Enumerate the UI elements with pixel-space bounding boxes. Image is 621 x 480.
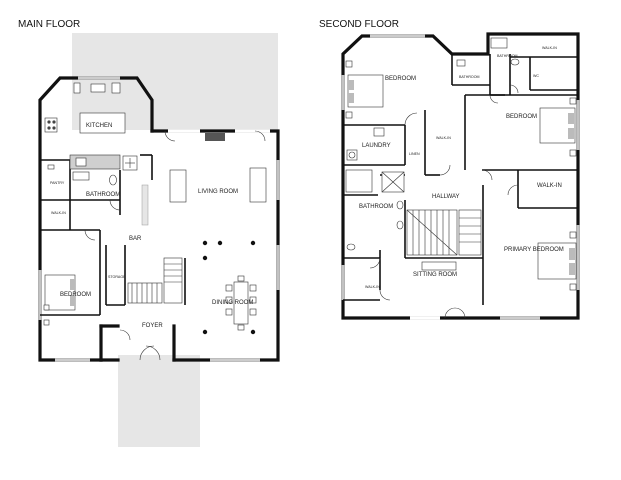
primary-bedroom-furniture bbox=[537, 231, 577, 291]
laundry-label: LAUNDRY bbox=[362, 143, 391, 149]
second-interior-walls bbox=[343, 54, 578, 305]
kitchen-fixtures bbox=[44, 82, 138, 171]
toilet-icon bbox=[109, 174, 117, 186]
laundry-fixtures bbox=[346, 127, 385, 161]
dining-table-icon bbox=[233, 281, 249, 325]
laundry-sink-icon bbox=[373, 127, 385, 137]
second-doors bbox=[369, 84, 519, 319]
main-bathroom-fixtures bbox=[47, 164, 117, 186]
top-bathroom-label: BATHROOM bbox=[497, 54, 518, 58]
linen-label: LINEN bbox=[409, 152, 420, 156]
main-bedroom-label: BEDROOM bbox=[60, 292, 91, 298]
main-walk-in-label: WALK-IN bbox=[51, 211, 66, 215]
bathtub-icon bbox=[345, 169, 373, 193]
main-bathroom-label-2: BATHROOM bbox=[359, 204, 393, 210]
kitchen-island bbox=[79, 112, 126, 134]
main-bathroom-label: BATHROOM bbox=[86, 192, 120, 198]
washer-icon bbox=[346, 149, 358, 161]
second-windows bbox=[341, 34, 580, 320]
kitchen-sink-icon bbox=[90, 83, 106, 93]
main-columns bbox=[202, 240, 256, 335]
sofa-right-icon bbox=[249, 167, 267, 203]
main-bedroom-furniture bbox=[43, 274, 76, 326]
main-stairs bbox=[127, 257, 183, 304]
toilet-icon bbox=[346, 243, 356, 251]
second-stairs bbox=[406, 209, 482, 271]
main-doors bbox=[84, 130, 266, 361]
right-walk-in-label: WALK-IN bbox=[537, 183, 562, 189]
second-bedroom-1-furniture bbox=[345, 60, 384, 119]
primary-bedroom-label: PRIMARY BEDROOM bbox=[504, 247, 564, 253]
bottom-walk-in-label: WALK-IN bbox=[365, 285, 380, 289]
foyer-label: FOYER bbox=[142, 323, 163, 329]
toilet-icon bbox=[510, 58, 520, 66]
hallway-label: HALLWAY bbox=[432, 194, 460, 200]
sitting-room-bench bbox=[421, 261, 457, 271]
pantry-label: PANTRY bbox=[50, 181, 65, 185]
second-bedroom-2-label: BEDROOM bbox=[506, 114, 537, 120]
kitchen-label: KITCHEN bbox=[86, 123, 112, 129]
stove-icon bbox=[44, 117, 58, 133]
main-floor-plan: MAIN FLOOR bbox=[18, 19, 280, 447]
bar-sink-icon bbox=[75, 157, 87, 167]
wc-label: WC bbox=[533, 74, 539, 78]
main-windows bbox=[38, 76, 280, 362]
main-floor-title: MAIN FLOOR bbox=[18, 19, 80, 30]
top-walk-in-label: WALK-IN bbox=[542, 46, 557, 50]
sofa-left-icon bbox=[169, 169, 187, 203]
second-bedroom-1-label: BEDROOM bbox=[385, 76, 416, 82]
second-floor-title: SECOND FLOOR bbox=[319, 19, 399, 30]
dining-table-set bbox=[225, 275, 257, 331]
living-room-label: LIVING ROOM bbox=[198, 189, 238, 195]
second-exterior-walls bbox=[341, 32, 580, 320]
second-bedroom-2-furniture bbox=[539, 97, 577, 157]
fireplace-icon bbox=[205, 133, 225, 141]
bar-counter bbox=[141, 184, 149, 226]
small-bathroom-label: BATHROOM bbox=[459, 75, 480, 79]
storage-label: STORAGE bbox=[108, 275, 126, 279]
living-room-furniture bbox=[141, 133, 267, 226]
second-floor-plan: SECOND FLOOR bbox=[319, 19, 580, 320]
mid-walk-in-label: WALK-IN bbox=[436, 136, 451, 140]
main-driveway-area bbox=[118, 355, 200, 447]
second-bathroom-fixtures bbox=[345, 37, 520, 251]
sitting-room-label: SITTING ROOM bbox=[413, 272, 457, 278]
dining-room-label: DINING ROOM bbox=[212, 300, 253, 306]
bathtub-icon bbox=[490, 37, 508, 49]
bar-label: BAR bbox=[129, 236, 142, 242]
